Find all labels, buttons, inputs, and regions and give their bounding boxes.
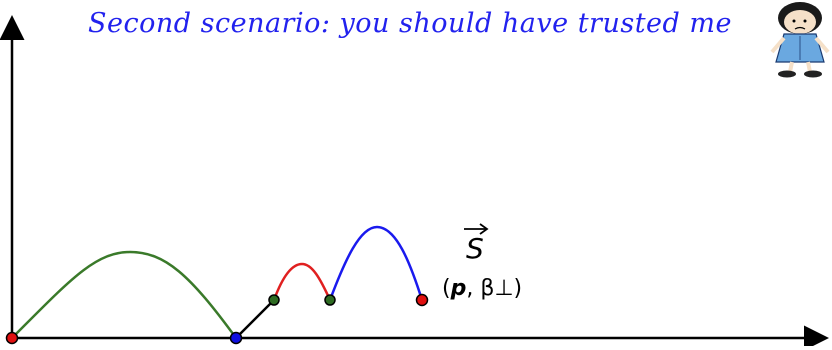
blue-arc <box>330 227 422 300</box>
vector-s-label: S <box>466 232 484 265</box>
blue-dot <box>231 333 242 344</box>
cartoon-girl-icon <box>772 2 828 78</box>
tuple-sep: , <box>466 276 480 301</box>
origin-dot-red <box>7 333 18 344</box>
red-arc <box>274 264 330 300</box>
tuple-rest: β⊥) <box>480 276 522 301</box>
black-segment <box>236 300 274 338</box>
green-dot-1 <box>269 295 279 305</box>
tuple-p: p <box>451 276 467 301</box>
green-dot-2 <box>325 295 335 305</box>
green-arc <box>12 252 236 338</box>
tuple-label: (p, β⊥) <box>442 276 522 301</box>
title: Second scenario: you should have trusted… <box>88 8 732 39</box>
tuple-open: ( <box>442 276 451 301</box>
red-dot-end <box>417 295 428 306</box>
